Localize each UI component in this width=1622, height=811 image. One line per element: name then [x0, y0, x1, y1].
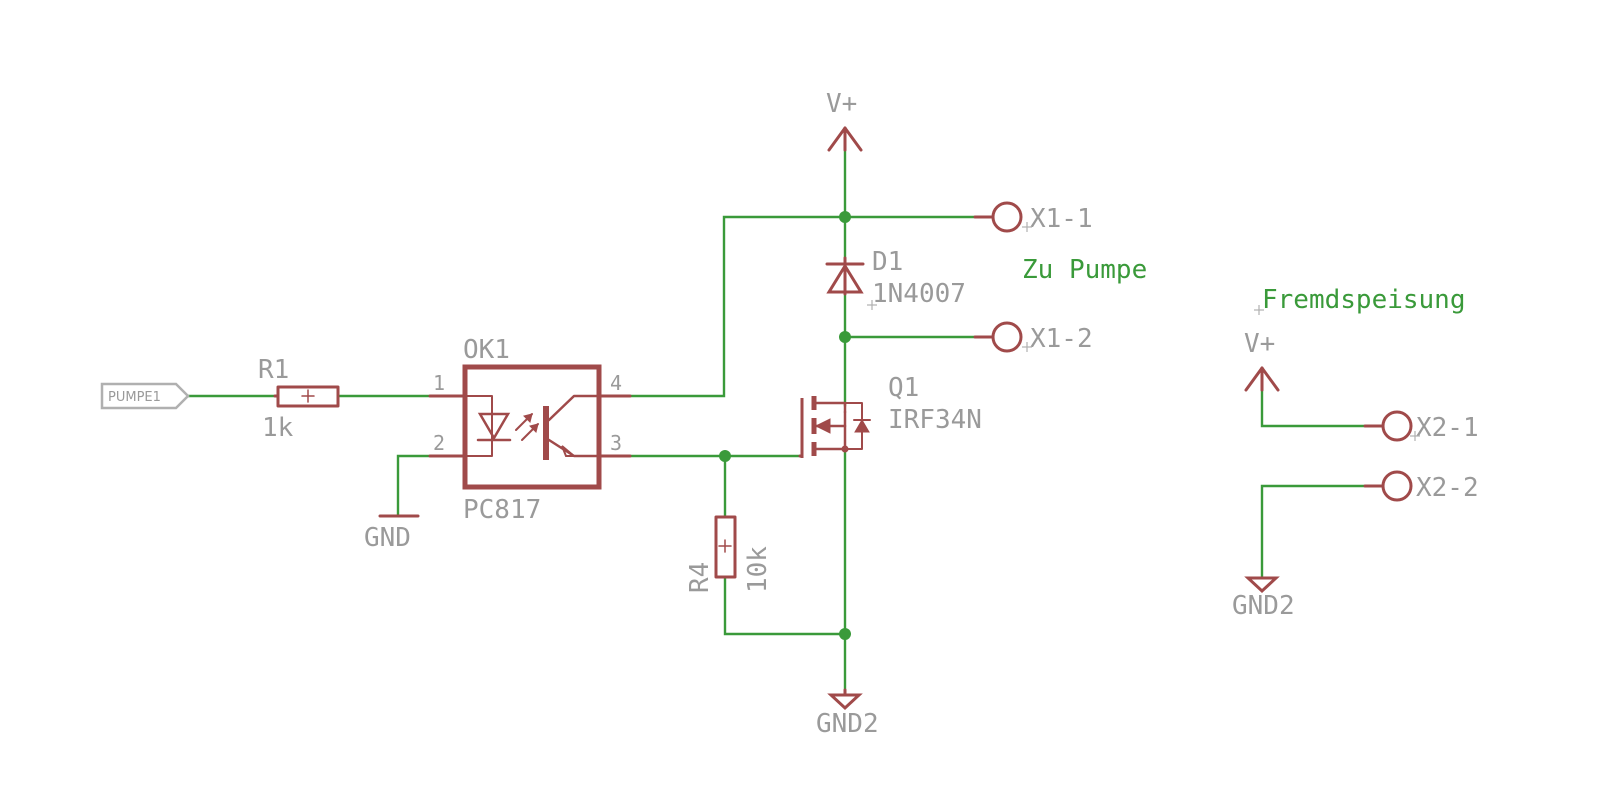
x2-1-label: X2-1 — [1416, 413, 1479, 443]
junction-top — [839, 211, 851, 223]
mosfet-q1: Q1 IRF34N — [798, 373, 982, 458]
note-zu-pumpe: Zu Pumpe — [1022, 255, 1147, 285]
r4-value: 10k — [743, 546, 773, 593]
wire-ext-vplus — [1260, 388, 1385, 428]
wire-r4-gnd2 — [723, 576, 847, 636]
junction-gate — [719, 450, 731, 462]
resistor-r1: R1 1k — [258, 355, 340, 443]
connector-x1-1: X1-1 — [973, 201, 1093, 234]
vplus-ext-symbol: V+ — [1244, 329, 1280, 392]
junction-mid — [839, 331, 851, 343]
port-pumpe1-label: PUMPE1 — [108, 390, 161, 405]
wires — [180, 148, 1385, 692]
ok1-pin-2: 2 — [433, 431, 445, 455]
vplus-main-symbol: V+ — [826, 89, 863, 152]
connector-x2-2: X2-2 — [1363, 470, 1479, 503]
diode-d1: D1 1N4007 — [825, 247, 966, 310]
d1-value: 1N4007 — [872, 279, 966, 309]
gnd-label: GND — [364, 523, 411, 553]
x1-1-label: X1-1 — [1030, 204, 1093, 234]
ok1-pin-4: 4 — [610, 371, 622, 395]
ok1-pin-1: 1 — [433, 371, 445, 395]
gnd2-main-symbol: GND2 — [816, 688, 879, 739]
port-pumpe1: PUMPE1 — [100, 382, 190, 410]
junction-bottom — [839, 628, 851, 640]
x2-2-label: X2-2 — [1416, 473, 1479, 503]
resistor-r4: R4 10k — [685, 515, 773, 593]
r1-name: R1 — [258, 355, 289, 385]
vplus-main-label: V+ — [826, 89, 857, 119]
note-fremdspeisung: Fremdspeisung — [1262, 285, 1466, 315]
r1-value: 1k — [262, 413, 294, 443]
connector-x1-2: X1-2 — [973, 321, 1093, 354]
q1-value: IRF34N — [888, 405, 982, 435]
wire-ok1-vplus — [598, 215, 847, 398]
gnd-symbol: GND — [364, 514, 420, 553]
vplus-ext-label: V+ — [1244, 329, 1275, 359]
d1-name: D1 — [872, 247, 903, 277]
gnd2-ext-symbol: GND2 — [1232, 576, 1295, 621]
optocoupler-ok1: OK1 PC817 1 2 3 4 — [428, 335, 632, 525]
r4-name: R4 — [685, 562, 715, 593]
wire-ok1-gnd — [396, 454, 457, 518]
ok1-value: PC817 — [463, 495, 541, 525]
wire-ext-gnd2 — [1260, 484, 1385, 580]
gnd2-ext-label: GND2 — [1232, 591, 1295, 621]
q1-name: Q1 — [888, 373, 919, 403]
ok1-name: OK1 — [463, 335, 510, 365]
x1-2-label: X1-2 — [1030, 324, 1093, 354]
gnd2-main-label: GND2 — [816, 709, 879, 739]
junctions — [719, 211, 851, 640]
connector-x2-1: X2-1 — [1363, 410, 1479, 443]
ok1-pin-3: 3 — [610, 431, 622, 455]
